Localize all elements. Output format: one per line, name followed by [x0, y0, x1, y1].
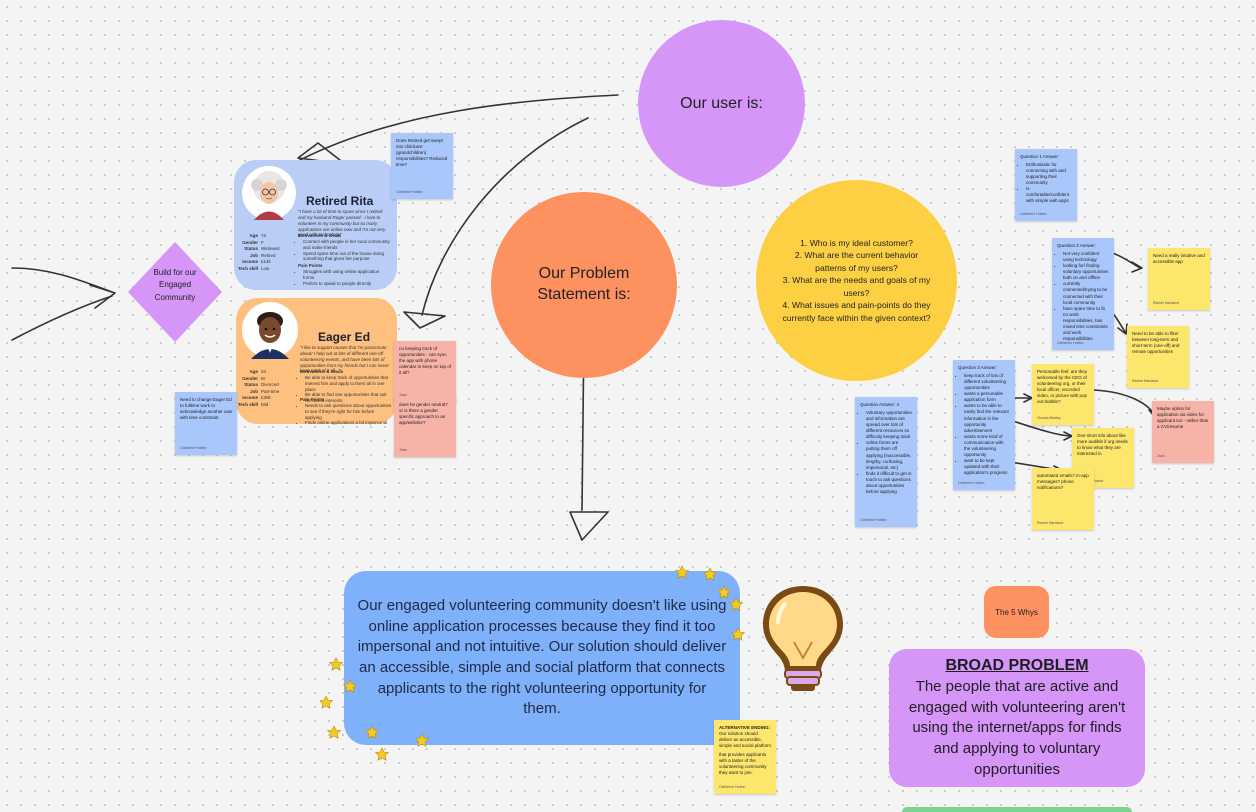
questions-circle[interactable]: 1. Who is my ideal customer? 2. What are…: [756, 180, 957, 381]
ed-avatar: [242, 302, 298, 359]
decorative-stars: [320, 565, 746, 761]
five-whys-text: The 5 Whys: [995, 607, 1038, 617]
next-card-edge: [902, 807, 1132, 812]
connector-a3-y4: [1009, 419, 1073, 437]
sticky-answer-4[interactable]: Question Answer: 4 Voluntary opportuniti…: [855, 397, 917, 527]
ed-motivations: Motivations & Goals Be able to keep trac…: [300, 369, 392, 404]
rita-name: Retired Rita: [306, 194, 374, 208]
arrow-left-lower: [11, 295, 113, 341]
star-icon: [414, 733, 430, 747]
sticky-answer-1[interactable]: Question 1 Answer: Enthusiastic for conn…: [1015, 149, 1077, 221]
star-icon: [702, 567, 718, 581]
connector-y3-p1: [1093, 389, 1156, 417]
star-icon: [328, 657, 344, 671]
questions-list: 1. Who is my ideal customer? 2. What are…: [782, 237, 932, 324]
user-circle-label: Our user is:: [680, 94, 763, 112]
arrow-left-upper: [11, 267, 113, 293]
rita-avatar: [242, 166, 296, 220]
problem-statement-text: Our engaged volunteering community doesn…: [357, 596, 727, 718]
sticky-ed-fulltime[interactable]: Need to change Eager Ed to fulltime work…: [175, 392, 237, 455]
sticky-intuitive-app[interactable]: Need a really intuitive and accessible a…: [1148, 248, 1210, 310]
star-icon: [730, 627, 746, 641]
problem-circle-label: Our Problem Statement is:: [537, 265, 631, 303]
ed-quote: "I like to support causes that I'm passi…: [300, 345, 390, 374]
rita-quote: "I have a lot of time to spare since I r…: [298, 209, 386, 238]
star-icon: [364, 725, 380, 739]
arrow-user-to-ed: [421, 117, 589, 316]
star-icon: [716, 585, 732, 599]
rita-pain-points: Pain Points Struggles with using online …: [298, 263, 390, 286]
ed-stat-row: Income£30k: [242, 395, 271, 401]
persona-card-ed[interactable]: Eager Ed "I like to support causes that …: [236, 298, 397, 426]
star-icon: [342, 679, 358, 693]
broad-problem-text: The people that are active and engaged w…: [908, 678, 1126, 778]
lightbulb-icon: [763, 586, 843, 691]
five-whys-label[interactable]: The 5 Whys: [984, 586, 1049, 638]
rita-motivations: Motivations & Goals Connect with people …: [298, 233, 390, 262]
sticky-notifications[interactable]: automated emails? in-app messages? phone…: [1032, 468, 1094, 530]
user-circle[interactable]: Our user is:: [638, 20, 805, 187]
sticky-video-application[interactable]: Maybe option for application via video f…: [1152, 401, 1214, 463]
star-icon: [320, 695, 334, 709]
star-icon: [326, 725, 342, 739]
sticky-rita-childcare[interactable]: Does Retired get swept into childcare (g…: [391, 133, 453, 199]
sticky-answer-3[interactable]: Question 3 Answer: keep track of lots of…: [953, 360, 1015, 490]
arrow-user-to-rita: [299, 94, 619, 161]
diamond-shape: [128, 242, 222, 342]
broad-problem-heading: BROAD PROBLEM: [945, 657, 1089, 674]
ed-pain-points: Pain Points Needs to ask questions about…: [300, 397, 392, 426]
sticky-personable-feel[interactable]: Personable feel: are they welcomed by th…: [1032, 364, 1094, 425]
question-1: 1. Who is my ideal customer?: [800, 237, 913, 248]
star-icon: [674, 565, 690, 579]
community-diamond[interactable]: Build for our Engaged Community: [127, 241, 223, 343]
rita-stat-row: Income£14k: [242, 259, 271, 265]
diamond-label: Build for our Engaged Community: [153, 268, 197, 302]
question-3: 3. What are the needs and goals of my us…: [782, 275, 931, 298]
sticky-alternative-ending[interactable]: ALTERNATIVE ENDING: Our solution should …: [714, 720, 776, 794]
sticky-ed-calendar[interactable]: no keeping track of opportunities - can …: [394, 341, 456, 402]
broad-problem-card[interactable]: BROAD PROBLEM The people that are active…: [889, 649, 1145, 787]
problem-circle[interactable]: Our Problem Statement is:: [491, 192, 677, 378]
star-icon: [374, 747, 390, 761]
question-2: 2. What are the current behavior pattern…: [794, 250, 919, 273]
sticky-ed-gender[interactable]: does he gender neutral? or is there a ge…: [394, 397, 456, 457]
star-icon: [728, 597, 744, 611]
question-4: 4. What issues and pain-points do they c…: [782, 300, 931, 323]
persona-card-rita[interactable]: Retired Rita "I have a lot of time to sp…: [234, 160, 397, 290]
ed-name: Eager Ed: [318, 330, 371, 344]
problem-statement-card[interactable]: Our engaged volunteering community doesn…: [344, 571, 740, 745]
sticky-filter-opportunities[interactable]: Need to be able to filter between long-t…: [1127, 326, 1189, 388]
sticky-answer-2[interactable]: Question 2 Answer: Not very confident us…: [1052, 238, 1114, 350]
